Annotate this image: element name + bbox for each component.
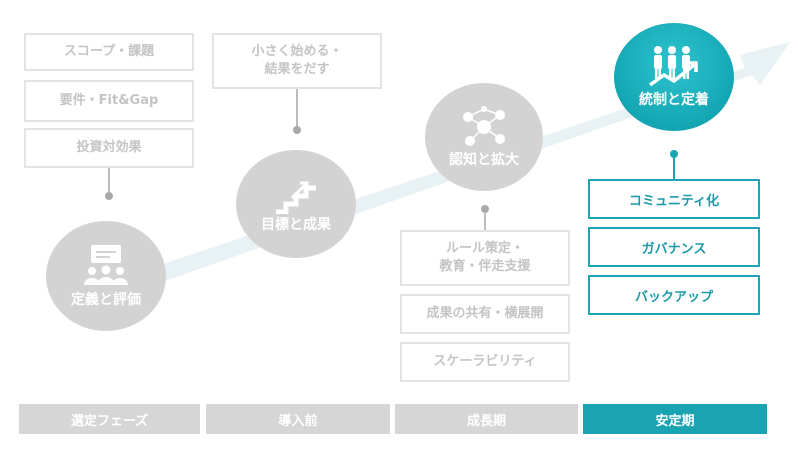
phase-pre-adoption-label: 導入前 [278,413,318,429]
stairs-arrow-icon [276,181,316,214]
connector-line [673,157,675,179]
phase-growth: 成長期 [395,404,578,434]
connector-line [296,89,298,129]
phase-stable: 安定期 [583,404,767,434]
box-requirements: 要件・Fit&Gap [24,80,194,122]
box-scope-label: スコープ・課題 [63,44,155,59]
box-rules-education: ルール策定・ 教育・伴走支援 [400,230,570,286]
whiteboard-people-icon [84,245,128,285]
network-people-icon [463,106,505,146]
phase-selection: 選定フェーズ [19,404,200,434]
box-requirements-label: 要件・Fit&Gap [59,93,159,108]
circle-goal-result: 目標と成果 [236,150,356,258]
phase-growth-label: 成長期 [466,413,506,429]
box-backup-label: バックアップ [634,289,713,305]
phase-stable-label: 安定期 [655,413,695,429]
circle-define-label: 定義と評価 [71,292,141,308]
box-roi-label: 投資対効果 [76,140,142,155]
connector-line [484,212,486,230]
circle-governance-establish: 統制と定着 [614,23,734,131]
circle-recognize-expand: 認知と拡大 [425,83,543,191]
phase-selection-label: 選定フェーズ [70,413,149,429]
team-growth-icon [648,46,698,87]
connector-dot [481,205,489,213]
box-rules-label: ルール策定・ 教育・伴走支援 [439,241,531,274]
circle-define-evaluate: 定義と評価 [46,221,166,331]
box-small-start-label: 小さく始める・ 結果をだす [251,44,343,77]
box-governance: ガバナンス [588,227,760,267]
connector-dot [670,150,678,158]
connector-dot [293,126,301,134]
circle-govern-label: 統制と定着 [639,92,709,108]
phase-pre-adoption: 導入前 [206,404,390,434]
box-share-label: 成果の共有・横展開 [426,306,544,321]
circle-recognize-label: 認知と拡大 [449,152,519,168]
connector-line [108,168,110,194]
box-governance-label: ガバナンス [641,241,707,257]
box-share-deploy: 成果の共有・横展開 [400,294,570,334]
box-community: コミュニティ化 [588,179,760,219]
box-community-label: コミュニティ化 [628,193,720,209]
connector-dot [105,192,113,200]
box-small-start: 小さく始める・ 結果をだす [212,33,382,89]
circle-goal-label: 目標と成果 [261,217,331,233]
box-backup: バックアップ [588,275,760,315]
box-roi: 投資対効果 [24,128,194,168]
box-scalability-label: スケーラビリティ [433,354,537,369]
box-scalability: スケーラビリティ [400,342,570,382]
box-scope: スコープ・課題 [24,33,194,71]
